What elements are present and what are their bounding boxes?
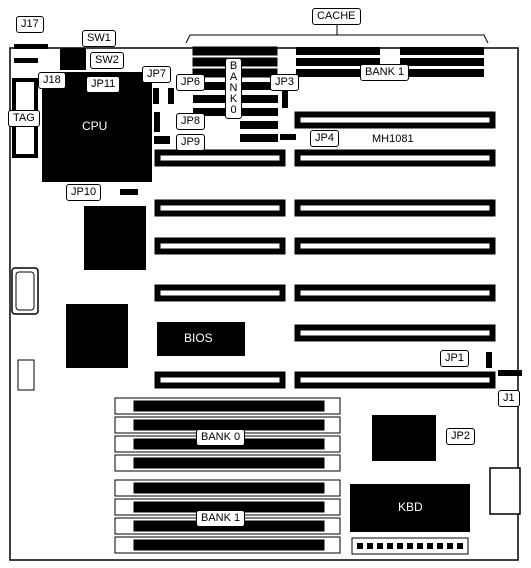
j18-header — [14, 58, 38, 63]
jp4-label: JP4 — [310, 130, 339, 147]
isa-slots — [154, 111, 496, 389]
model-label: MH1081 — [372, 133, 414, 145]
bank1-simm-label: BANK 1 — [196, 510, 246, 527]
bank0-simm-label: BANK 0 — [196, 429, 246, 446]
jp3-pins — [282, 88, 288, 108]
jp8-label: JP8 — [176, 113, 205, 130]
jp7-pins — [153, 88, 159, 104]
cache-chips-right — [400, 47, 484, 77]
sw2-label: SW2 — [90, 52, 124, 69]
jp6-label: JP6 — [176, 74, 205, 91]
cache-label: CACHE — [312, 8, 361, 25]
cache-chips-mid — [296, 47, 380, 77]
bank0-vertical-label: BANK0 — [225, 58, 242, 119]
jp9-label: JP9 — [176, 134, 205, 151]
jp9-pins — [154, 136, 170, 144]
bank1-top-label: BANK 1 — [360, 64, 410, 81]
chipset-1 — [84, 206, 146, 270]
bottom-connector-pins — [357, 543, 463, 549]
sw-block — [60, 48, 86, 70]
j17-label: J17 — [16, 16, 44, 33]
jp10-pins — [120, 189, 138, 195]
kbd-chip-small — [372, 415, 436, 461]
sw1-label: SW1 — [82, 30, 116, 47]
jp6-pins — [168, 88, 174, 104]
jp8-pins — [154, 112, 160, 132]
jp11-label: JP11 — [86, 76, 121, 93]
chipset-2 — [66, 304, 128, 368]
cache-bracket — [185, 34, 489, 44]
bios-chip — [157, 322, 245, 356]
bios-label: BIOS — [184, 331, 213, 345]
jp7-label: JP7 — [142, 66, 171, 83]
jp2-label: JP2 — [446, 428, 475, 445]
simm-banks — [114, 397, 341, 554]
cpu-label: CPU — [82, 119, 108, 133]
j1-header — [498, 370, 522, 376]
cache-chips-bank0-column — [193, 82, 278, 142]
tag-label: TAG — [8, 110, 40, 127]
jp1-pins — [486, 352, 492, 368]
jp3-label: JP3 — [270, 74, 299, 91]
kbd-label: KBD — [398, 500, 423, 514]
j1-label: J1 — [498, 390, 520, 407]
jp10-label: JP10 — [66, 184, 102, 201]
crystal — [17, 359, 35, 391]
kbd-chip — [350, 484, 470, 532]
jp1-label: JP1 — [440, 350, 469, 367]
jp4-pins — [280, 134, 296, 140]
j17-header — [14, 44, 48, 49]
j18-label: J18 — [38, 72, 66, 89]
kbd-connector — [489, 467, 521, 515]
